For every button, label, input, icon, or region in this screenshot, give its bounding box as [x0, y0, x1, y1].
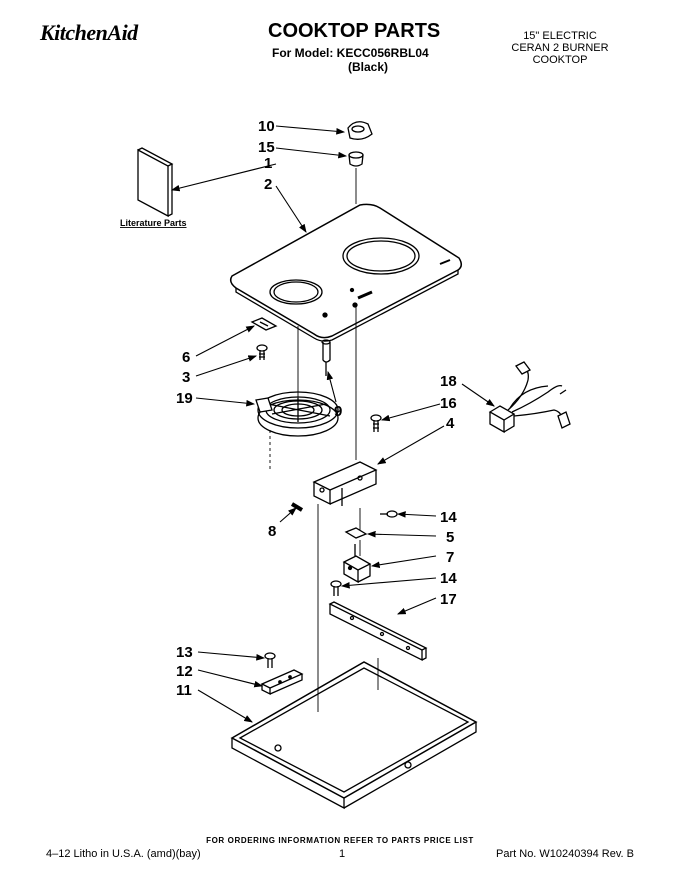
model-color: (Black) [348, 60, 389, 74]
switch-plate [344, 527, 368, 539]
page-number: 1 [339, 848, 346, 860]
mounting-clip [250, 317, 278, 331]
part-number: Part No. W10240394 Rev. B [496, 848, 634, 860]
callout-2: 2 [264, 176, 272, 193]
product-description: 15" ELECTRIC CERAN 2 BURNER COOKTOP [500, 30, 620, 66]
callout-10: 10 [258, 118, 275, 135]
callout-18: 18 [440, 373, 457, 390]
product-line-1: 15" ELECTRIC [523, 30, 597, 42]
mounting-screw [264, 652, 276, 668]
brand-logo: KitchenAid [40, 20, 138, 45]
control-knob [347, 121, 373, 140]
literature-booklet [137, 147, 174, 218]
knob-bushing [348, 151, 364, 167]
callout-3: 3 [182, 369, 190, 386]
callout-16: 16 [440, 395, 457, 412]
callout-14-upper: 14 [440, 509, 457, 526]
callout-5: 5 [446, 529, 454, 546]
switch-screw-upper [380, 510, 398, 518]
callout-13: 13 [176, 644, 193, 661]
callout-7: 7 [446, 549, 454, 566]
callout-9: 9 [334, 403, 342, 420]
wire-harness [488, 361, 571, 434]
callout-17: 17 [440, 591, 457, 608]
ordering-note: FOR ORDERING INFORMATION REFER TO PARTS … [206, 836, 474, 845]
literature-parts-label[interactable]: Literature Parts [120, 218, 187, 228]
infinite-switch [342, 544, 372, 584]
callout-14-lower: 14 [440, 570, 457, 587]
bracket-screw [370, 414, 382, 432]
base-tray [230, 661, 478, 810]
callout-12: 12 [176, 663, 193, 680]
callout-8: 8 [268, 523, 276, 540]
switch-screw-lower [330, 580, 342, 596]
callout-19: 19 [176, 390, 193, 407]
page-title: COOKTOP PARTS [268, 20, 441, 42]
callout-15: 15 [258, 139, 275, 156]
limit-switch [321, 339, 331, 376]
callout-6: 6 [182, 349, 190, 366]
callout-1: 1 [264, 155, 272, 172]
alignment-lines [269, 168, 379, 712]
control-bracket [312, 461, 378, 506]
retaining-pin [290, 502, 304, 512]
glass-cooktop [229, 203, 462, 342]
support-bracket [328, 601, 428, 662]
clip-screw [256, 344, 268, 360]
mounting-bracket [260, 669, 304, 696]
product-line-2: CERAN 2 BURNER [511, 42, 609, 54]
callout-11: 11 [176, 682, 192, 699]
product-line-3: COOKTOP [532, 54, 588, 66]
radiant-burner-element [255, 391, 339, 437]
litho-code: 4–12 Litho in U.S.A. (amd)(bay) [46, 848, 201, 860]
callout-4: 4 [446, 415, 455, 432]
model-number: For Model: KECC056RBL04 [272, 46, 429, 60]
